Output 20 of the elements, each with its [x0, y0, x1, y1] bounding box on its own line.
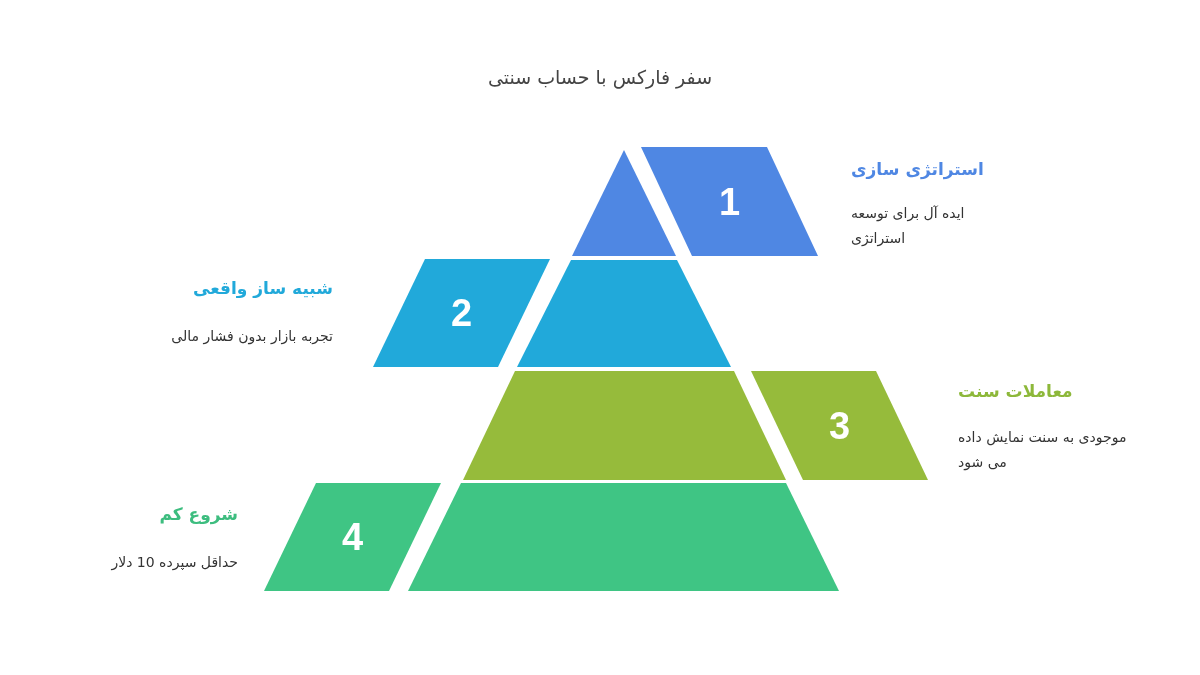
- step-description: موجودی به سنت نمایش داده می شود: [958, 428, 1128, 473]
- pyramid-tier: [463, 371, 786, 480]
- step-heading: شروع کم: [159, 503, 238, 526]
- step-number: 1: [718, 182, 741, 221]
- step-heading: معاملات سنت: [958, 380, 1073, 403]
- pyramid-apex: [572, 150, 676, 256]
- step-number: 4: [341, 518, 364, 556]
- step-number: 2: [450, 294, 473, 332]
- step-description: حداقل سپرده 10 دلار: [111, 553, 238, 573]
- pyramid-tier: [517, 260, 731, 367]
- step-parallelogram: [373, 259, 550, 367]
- step-parallelogram: [751, 371, 928, 480]
- diagram-title: سفر فارکس با حساب سنتی: [487, 65, 713, 90]
- step-description: ایده آل برای توسعه استراتژی: [851, 204, 966, 249]
- step-parallelogram: [264, 483, 441, 591]
- step-description: تجربه بازار بدون فشار مالی: [171, 327, 333, 347]
- step-heading: استراتژی سازی: [851, 158, 984, 181]
- step-parallelogram: [641, 147, 818, 256]
- step-number: 3: [828, 406, 851, 445]
- step-heading: شبیه ساز واقعی: [193, 277, 333, 300]
